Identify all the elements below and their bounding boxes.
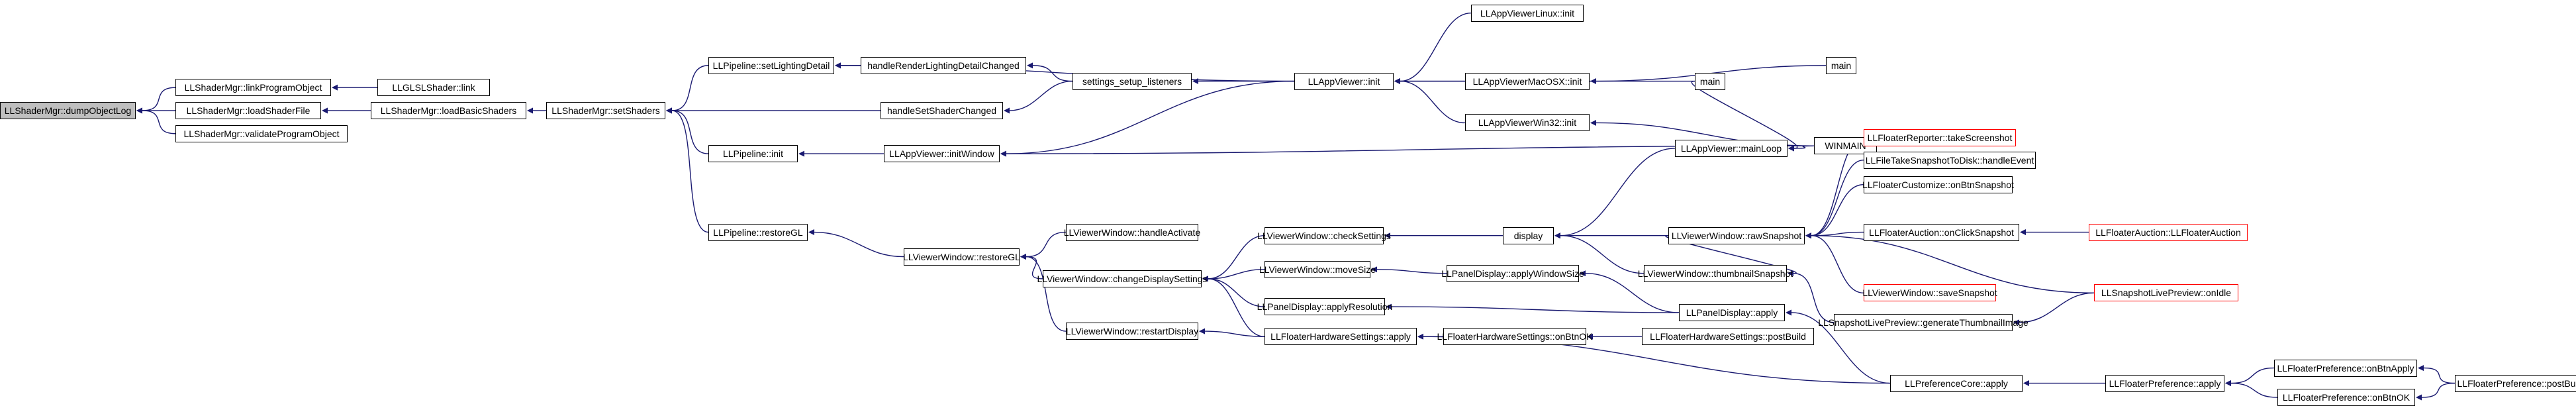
node-llappviewer-initwindow[interactable]: LLAppViewer::initWindow xyxy=(884,145,1000,163)
edge-n17-to-n13 xyxy=(1394,78,1466,124)
node-llfloaterpreference-onbtnapply[interactable]: LLFloaterPreference::onBtnApply xyxy=(2274,359,2417,377)
node-llshadermgr-loadshaderfile[interactable]: LLShaderMgr::loadShaderFile xyxy=(175,101,321,119)
edge-n45-to-n32 xyxy=(1786,309,1891,384)
node-handlesetshaderchanged[interactable]: handleSetShaderChanged xyxy=(881,101,1003,119)
node-llviewerwindow-rawsnapshot[interactable]: LLViewerWindow::rawSnapshot xyxy=(1668,227,1805,244)
node-llviewerwindow-movesize[interactable]: LLViewerWindow::moveSize xyxy=(1259,260,1376,278)
edge-n43-to-n44 xyxy=(2013,292,2095,326)
edge-n24-to-n22 xyxy=(1020,254,1043,279)
node-llappviewer-mainloop[interactable]: LLAppViewer::mainLoop xyxy=(1675,139,1788,157)
node-llfloatercustomize-onbtnsnapshot[interactable]: LLFloaterCustomize::onBtnSnapshot xyxy=(1862,176,2014,193)
edge-n15-to-n13 xyxy=(1394,12,1472,85)
node-llviewerwindow-restoregl[interactable]: LLViewerWindow::restoreGL xyxy=(903,248,1020,266)
edge-n44-to-n36 xyxy=(1788,270,1835,323)
edge-n31-to-n27 xyxy=(1371,266,1447,274)
edge-n20-to-n14 xyxy=(1000,145,1815,157)
edge-n32-to-n28 xyxy=(1386,303,1680,313)
node-main[interactable]: main xyxy=(1826,56,1856,74)
node-llviewerwindow-thumbnailsnapshot[interactable]: LLViewerWindow::thumbnailSnapshot xyxy=(1638,264,1793,282)
edge-n49-to-n48 xyxy=(2416,382,2456,401)
node-llappviewerlinux-init[interactable]: LLAppViewerLinux::init xyxy=(1471,4,1584,22)
node-llsnapshotlivepreview-generatethumbnailimage[interactable]: LLSnapshotLivePreview::generateThumbnail… xyxy=(1818,313,2028,331)
node-main[interactable]: main xyxy=(1695,72,1725,90)
node-llfloaterhardwaresettings-postbuild[interactable]: LLFloaterHardwareSettings::postBuild xyxy=(1642,328,1814,346)
node-llviewerwindow-savesnapshot[interactable]: LLViewerWindow::saveSnapshot xyxy=(1862,284,1997,302)
edge-n20-to-n21 xyxy=(1788,145,1815,152)
node-llappviewerwin32-init[interactable]: LLAppViewerWin32::init xyxy=(1465,114,1590,132)
edge-n32-to-n31 xyxy=(1580,270,1680,313)
node-llfloaterhardwaresettings-onbtnok[interactable]: LLFloaterHardwareSettings::onBtnOK xyxy=(1437,328,1593,346)
node-llfiletakesnapshottodisk-handleevent[interactable]: LLFileTakeSnapshotToDisk::handleEvent xyxy=(1864,151,2036,169)
node-display[interactable]: display xyxy=(1503,227,1554,244)
node-llfloaterauction-llfloaterauction[interactable]: LLFloaterAuction::LLFloaterAuction xyxy=(2089,223,2248,241)
node-llpreferencecore-apply[interactable]: LLPreferenceCore::apply xyxy=(1890,374,2023,392)
node-llsnapshotlivepreview-onidle[interactable]: LLSnapshotLivePreview::onIdle xyxy=(2094,284,2238,302)
node-llpaneldisplay-apply[interactable]: LLPanelDisplay::apply xyxy=(1679,303,1785,321)
edge-n28-to-n24 xyxy=(1202,276,1265,307)
node-llfloaterpreference-onbtnok[interactable]: LLFloaterPreference::onBtnOK xyxy=(2277,389,2415,406)
node-llpaneldisplay-applyresolution[interactable]: LLPanelDisplay::applyResolution xyxy=(1257,298,1392,316)
node-llpipeline-init[interactable]: LLPipeline::init xyxy=(708,145,798,163)
node-llfloaterpreference-apply[interactable]: LLFloaterPreference::apply xyxy=(2105,374,2224,392)
edge-n48-to-n46 xyxy=(2225,380,2278,398)
node-llshadermgr-validateprogramobject[interactable]: LLShaderMgr::validateProgramObject xyxy=(175,125,348,142)
edge-n36-to-n30 xyxy=(1554,232,1645,274)
edge-n9-to-n6 xyxy=(666,107,709,154)
edge-n1-to-n0 xyxy=(136,87,176,114)
node-llshadermgr-setshaders[interactable]: LLShaderMgr::setShaders xyxy=(546,101,665,119)
edge-n27-to-n24 xyxy=(1202,269,1265,282)
edge-n29-to-n25 xyxy=(1199,328,1265,337)
node-llshadermgr-loadbasicshaders[interactable]: LLShaderMgr::loadBasicShaders xyxy=(371,101,526,119)
edge-n49-to-n47 xyxy=(2418,365,2456,384)
edge-n42-to-n35 xyxy=(1805,232,1864,294)
node-llviewerwindow-changedisplaysettings[interactable]: LLViewerWindow::changeDisplaySettings xyxy=(1037,270,1208,287)
node-llglslshader-link[interactable]: LLGLSLShader::link xyxy=(377,79,490,97)
edge-n43-to-n35 xyxy=(1805,232,2095,294)
edge-n29-to-n24 xyxy=(1202,276,1265,337)
node-llviewerwindow-handleactivate[interactable]: LLViewerWindow::handleActivate xyxy=(1064,223,1200,241)
node-llviewerwindow-checksettings[interactable]: LLViewerWindow::checkSettings xyxy=(1257,227,1391,244)
edge-n3-to-n0 xyxy=(136,107,176,134)
edge-n26-to-n24 xyxy=(1202,235,1265,282)
node-llpaneldisplay-applywindowsize[interactable]: LLPanelDisplay::applyWindowSize xyxy=(1441,264,1584,282)
node-handlerenderlightingdetailchanged[interactable]: handleRenderLightingDetailChanged xyxy=(861,56,1026,74)
edge-n7-to-n6 xyxy=(666,65,709,114)
edge-n38-to-n35 xyxy=(1805,160,1864,239)
node-llappviewer-init[interactable]: LLAppViewer::init xyxy=(1294,72,1394,90)
node-llfloaterreporter-takescreenshot[interactable]: LLFloaterReporter::takeScreenshot xyxy=(1864,129,2016,147)
node-llappviewermacosx-init[interactable]: LLAppViewerMacOSX::init xyxy=(1465,72,1590,90)
edge-n23-to-n22 xyxy=(1020,231,1067,260)
node-llviewerwindow-restartdisplay[interactable]: LLViewerWindow::restartDisplay xyxy=(1066,323,1198,340)
edge-n22-to-n10 xyxy=(808,229,904,258)
edge-n25-to-n22 xyxy=(1020,254,1067,332)
edge-n18-to-n21 xyxy=(1692,80,1797,152)
node-llshadermgr-dumpobjectlog[interactable]: LLShaderMgr::dumpObjectLog xyxy=(0,101,136,119)
node-llshadermgr-linkprogramobject[interactable]: LLShaderMgr::linkProgramObject xyxy=(175,79,331,97)
node-llpipeline-setlightingdetail[interactable]: LLPipeline::setLightingDetail xyxy=(708,56,834,74)
edge-n35-to-n36 xyxy=(1665,235,1797,277)
node-llfloaterhardwaresettings-apply[interactable]: LLFloaterHardwareSettings::apply xyxy=(1264,328,1417,346)
edge-n12-to-n11 xyxy=(1027,62,1073,82)
edge-n13-to-n14 xyxy=(1000,80,1295,157)
edge-n47-to-n46 xyxy=(2225,367,2275,387)
node-llpipeline-restoregl[interactable]: LLPipeline::restoreGL xyxy=(708,223,808,241)
edge-n12-to-n8 xyxy=(1004,80,1073,114)
edge-n10-to-n6 xyxy=(666,107,709,233)
edge-n21-to-n30 xyxy=(1554,148,1676,239)
edge-n39-to-n35 xyxy=(1805,184,1864,239)
node-llfloaterpreference-postbuild[interactable]: LLFloaterPreference::postBuild xyxy=(2455,374,2576,392)
node-settings-setup-listeners[interactable]: settings_setup_listeners xyxy=(1073,72,1192,90)
node-llfloaterauction-onclicksnapshot[interactable]: LLFloaterAuction::onClickSnapshot xyxy=(1864,223,2019,241)
